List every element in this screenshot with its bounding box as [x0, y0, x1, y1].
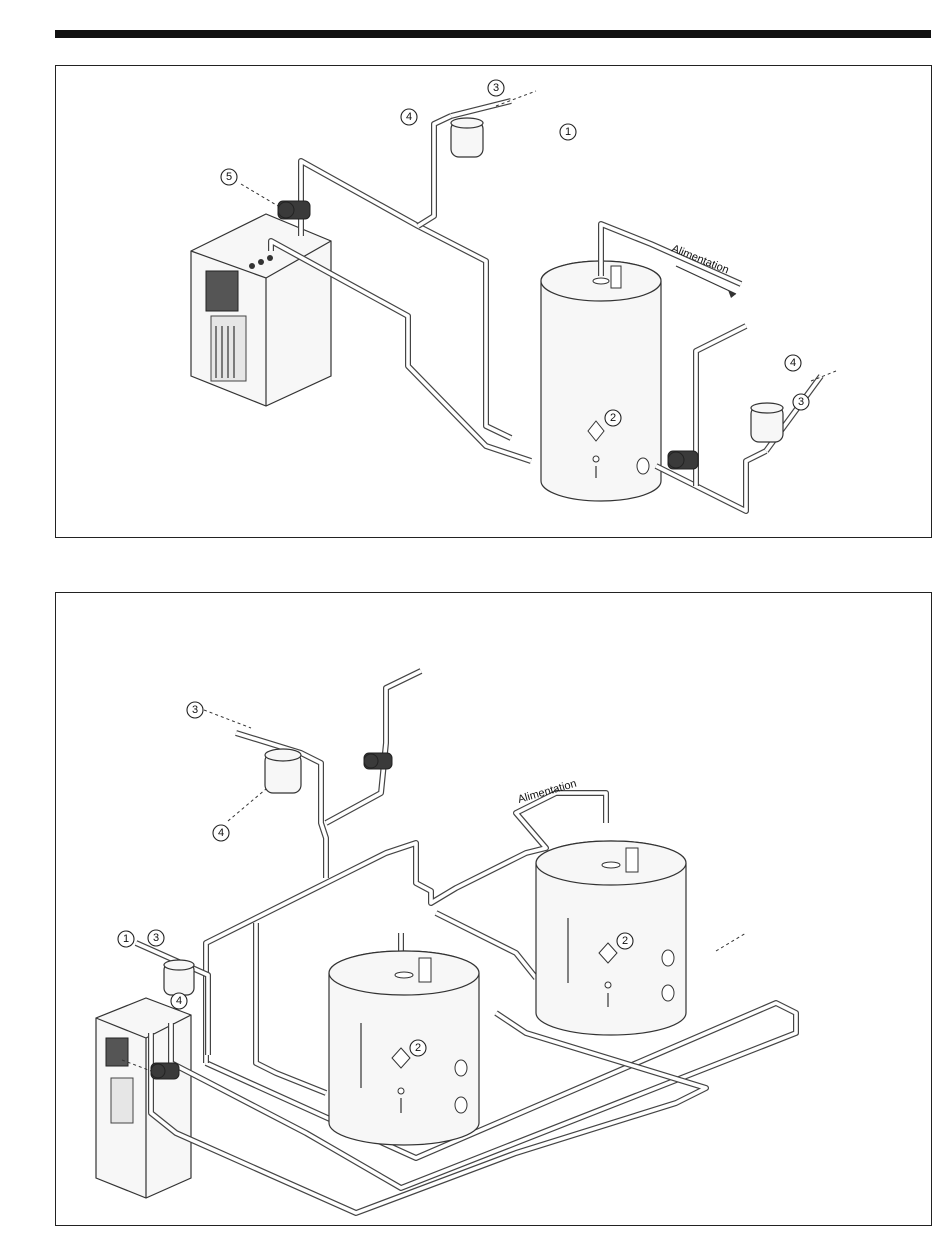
- boiler: [96, 998, 191, 1198]
- callout-4-top: 4: [213, 825, 229, 841]
- callout-4-top: 4: [401, 109, 417, 125]
- svg-text:2: 2: [610, 412, 616, 424]
- svg-text:3: 3: [493, 82, 499, 94]
- callout-5: 5: [221, 169, 237, 185]
- storage-tank-2: [536, 841, 686, 1035]
- top-rule: [55, 30, 931, 38]
- callout-4-right: 4: [785, 355, 801, 371]
- svg-text:3: 3: [192, 704, 198, 716]
- svg-text:2: 2: [415, 1042, 421, 1054]
- callout-3-top: 3: [488, 80, 504, 96]
- callout-3-left: 3: [148, 930, 164, 946]
- callout-3-right: 3: [793, 394, 809, 410]
- diagram-panel-dual-tank: Alimentation 3 4 1 3 4 2 2: [55, 592, 932, 1226]
- callout-2-tank2: 2: [617, 933, 633, 949]
- circulator-pump-dhw: [668, 451, 698, 469]
- callout-2-tank1: 2: [410, 1040, 426, 1056]
- boiler: [191, 214, 331, 406]
- svg-text:4: 4: [176, 995, 182, 1007]
- callout-1-left: 1: [118, 931, 134, 947]
- callout-4-left: 4: [171, 993, 187, 1009]
- expansion-tank-boiler: [451, 118, 483, 157]
- dual-tank-piping-diagram: Alimentation 3 4 1 3 4 2 2: [56, 593, 931, 1225]
- single-tank-piping-diagram: Alimentation 1 2 3 4 5 4 3: [56, 66, 931, 537]
- svg-text:5: 5: [226, 171, 232, 183]
- storage-tank: [541, 261, 661, 501]
- expansion-tank-dhw: [751, 403, 783, 442]
- svg-text:1: 1: [123, 933, 129, 945]
- svg-text:2: 2: [622, 935, 628, 947]
- callout-3-top: 3: [187, 702, 203, 718]
- svg-text:4: 4: [218, 827, 224, 839]
- svg-text:4: 4: [790, 357, 796, 369]
- recirculation-piping: [656, 326, 821, 511]
- storage-tank-1: [329, 951, 479, 1145]
- svg-text:4: 4: [406, 111, 412, 123]
- diagram-panel-single-tank: Alimentation 1 2 3 4 5 4 3: [55, 65, 932, 538]
- supply-label: Alimentation: [517, 778, 579, 806]
- callout-2: 2: [605, 410, 621, 426]
- svg-text:3: 3: [153, 932, 159, 944]
- svg-text:1: 1: [565, 126, 571, 138]
- svg-text:3: 3: [798, 396, 804, 408]
- circulator-pump-boiler: [278, 201, 310, 219]
- callout-1: 1: [560, 124, 576, 140]
- dhw-expansion-group: [236, 671, 421, 878]
